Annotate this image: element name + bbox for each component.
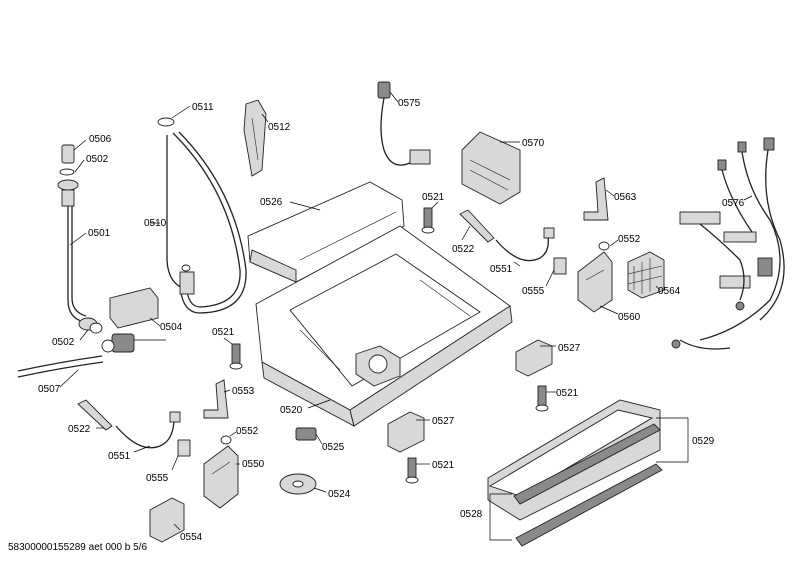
part-0555-clip-upper bbox=[545, 257, 567, 287]
label-0522-a: 0522 bbox=[452, 244, 475, 255]
label-0524: 0524 bbox=[328, 489, 351, 500]
label-0551-b: 0551 bbox=[108, 451, 131, 462]
label-0521-c: 0521 bbox=[556, 388, 579, 399]
label-0527-a: 0527 bbox=[558, 343, 581, 354]
part-0502-ring-lower bbox=[78, 317, 103, 341]
part-0524-disc bbox=[279, 473, 327, 495]
part-0550-bracket bbox=[203, 445, 240, 509]
part-0521-screw-d bbox=[405, 457, 430, 484]
document-reference-footer: 58300000155289 aet 000 b 5/6 bbox=[8, 542, 148, 553]
part-0522-rod-upper bbox=[459, 209, 495, 243]
label-0575: 0575 bbox=[398, 98, 421, 109]
label-0527-b: 0527 bbox=[432, 416, 455, 427]
part-0527-foot-upper bbox=[515, 339, 556, 377]
part-0554-foot-cover bbox=[149, 497, 185, 543]
part-0527-foot-lower bbox=[387, 411, 430, 453]
part-0501-inlet-hose bbox=[61, 189, 87, 323]
label-0552-b: 0552 bbox=[236, 426, 259, 437]
part-0521-screw-c bbox=[535, 385, 556, 412]
part-0551-sensor-upper bbox=[495, 227, 555, 267]
label-0525: 0525 bbox=[322, 442, 345, 453]
part-0506-cap bbox=[61, 139, 87, 164]
part-0504-valve bbox=[101, 287, 166, 353]
label-0504: 0504 bbox=[160, 322, 183, 333]
label-0502-a: 0502 bbox=[86, 154, 109, 165]
label-0521-b: 0521 bbox=[212, 327, 235, 338]
label-0560: 0560 bbox=[618, 312, 641, 323]
label-0506: 0506 bbox=[89, 134, 112, 145]
label-0521-a: 0521 bbox=[422, 192, 445, 203]
label-0520: 0520 bbox=[280, 405, 303, 416]
part-0551-sensor-lower bbox=[115, 411, 181, 453]
label-0528: 0528 bbox=[460, 509, 483, 520]
part-0553-bracket bbox=[203, 379, 231, 419]
label-0554: 0554 bbox=[180, 532, 203, 543]
label-0552-a: 0552 bbox=[618, 234, 641, 245]
label-0555-a: 0555 bbox=[522, 286, 545, 297]
label-0570: 0570 bbox=[522, 138, 545, 149]
label-0511: 0511 bbox=[192, 102, 214, 113]
part-0512-bracket bbox=[243, 99, 269, 177]
label-0564: 0564 bbox=[658, 286, 681, 297]
label-0576: 0576 bbox=[722, 198, 745, 209]
label-0553: 0553 bbox=[232, 386, 255, 397]
part-0560-bracket bbox=[577, 239, 619, 315]
part-0528-trim-strip bbox=[489, 423, 663, 547]
label-0551-a: 0551 bbox=[490, 264, 513, 275]
label-0512: 0512 bbox=[268, 122, 291, 133]
part-0575-power-cord bbox=[377, 81, 431, 166]
part-0552-clip-lower bbox=[220, 431, 237, 445]
part-0570-electronic-module bbox=[461, 131, 521, 205]
label-0502-b: 0502 bbox=[52, 337, 75, 348]
part-0526-cover bbox=[247, 181, 405, 283]
part-0525-latch bbox=[295, 427, 323, 445]
part-0555-clip-lower bbox=[171, 439, 191, 471]
label-0526: 0526 bbox=[260, 197, 283, 208]
part-0521-screw-a bbox=[421, 201, 439, 234]
part-0522-rod-lower bbox=[77, 399, 113, 431]
label-0510: 0510 bbox=[144, 218, 167, 229]
label-0555-b: 0555 bbox=[146, 473, 169, 484]
part-0507-hose bbox=[17, 355, 104, 388]
label-0501: 0501 bbox=[88, 228, 111, 239]
part-0576-wiring-harness bbox=[671, 137, 785, 350]
part-0564-holder bbox=[627, 251, 665, 299]
part-0563-bracket bbox=[583, 177, 615, 221]
part-0510-hose bbox=[150, 105, 247, 314]
label-0529: 0529 bbox=[692, 436, 715, 447]
label-0550: 0550 bbox=[242, 459, 265, 470]
label-0522-b: 0522 bbox=[68, 424, 91, 435]
label-0507: 0507 bbox=[38, 384, 61, 395]
part-0520-base-frame bbox=[255, 225, 513, 427]
part-0502-ring-upper bbox=[57, 159, 85, 191]
label-0521-d: 0521 bbox=[432, 460, 455, 471]
label-0563: 0563 bbox=[614, 192, 637, 203]
part-0521-screw-b bbox=[223, 337, 243, 370]
